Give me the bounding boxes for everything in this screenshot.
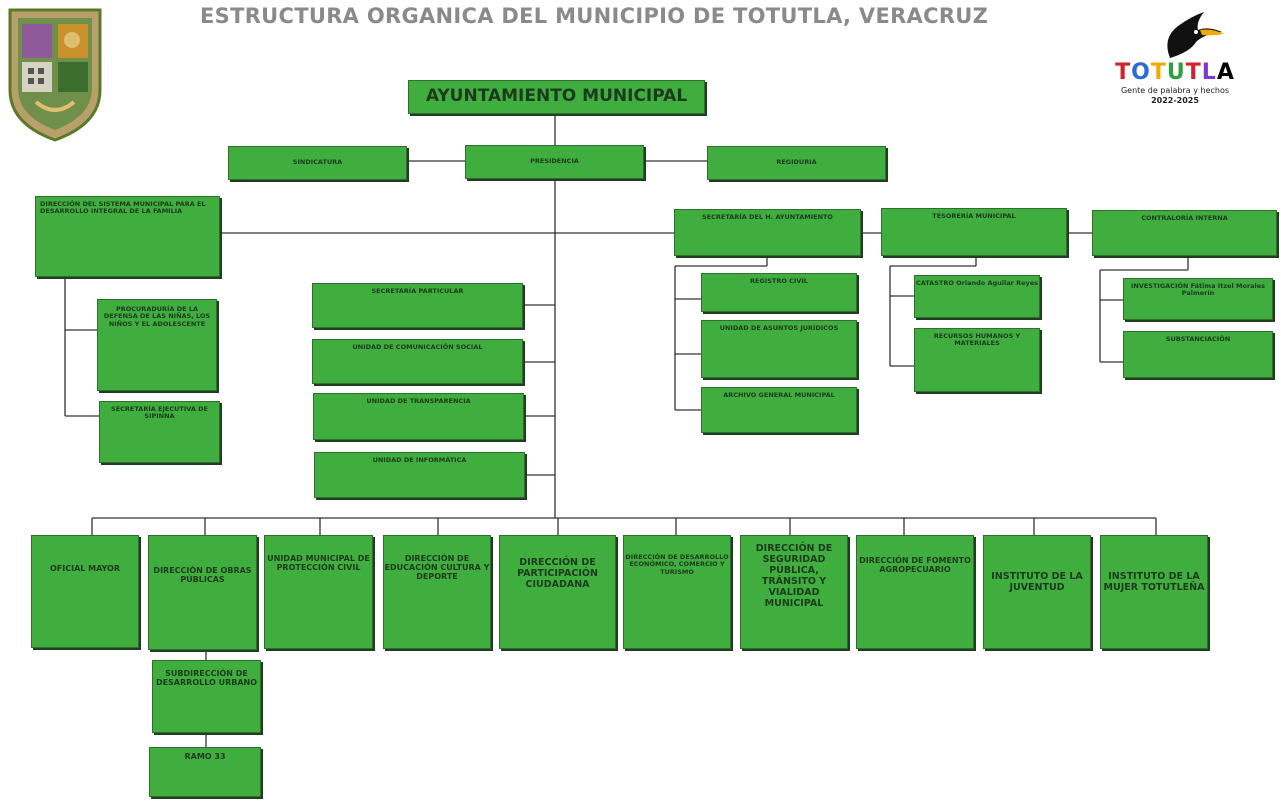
node-secretaria-particular: SECRETARÍA PARTICULAR xyxy=(312,283,523,328)
node-oficial-mayor: OFICIAL MAYOR xyxy=(31,535,139,648)
logo-tagline: Gente de palabra y hechos xyxy=(1120,86,1230,95)
node-desarrollo-economico: DIRECCIÓN DE DESARROLLO ECONÓMICO, COMER… xyxy=(623,535,731,649)
node-procuraduria: PROCURADURÍA DE LA DEFENSA DE LAS NIÑAS,… xyxy=(97,299,217,391)
node-ramo-33: RAMO 33 xyxy=(149,747,261,797)
node-registro-civil: REGISTRO CIVIL xyxy=(701,273,857,312)
node-instituto-juventud: INSTITUTO DE LA JUVENTUD xyxy=(983,535,1091,649)
node-secretaria-ayuntamiento: SECRETARÍA DEL H. AYUNTAMIENTO xyxy=(674,209,861,256)
node-proteccion-civil: UNIDAD MUNICIPAL DE PROTECCIÓN CIVIL xyxy=(264,535,373,649)
node-investigacion: INVESTIGACIÓN Fátima Itzel Morales Palme… xyxy=(1123,278,1273,320)
node-archivo-general: ARCHIVO GENERAL MUNICIPAL xyxy=(701,387,857,433)
toucan-icon xyxy=(1167,12,1224,58)
node-asuntos-juridicos: UNIDAD DE ASUNTOS JURÍDICOS xyxy=(701,320,857,378)
node-comunicacion-social: UNIDAD DE COMUNICACIÓN SOCIAL xyxy=(312,339,523,384)
node-sindicatura: SINDICATURA xyxy=(228,146,407,180)
node-contraloria: CONTRALORÍA INTERNA xyxy=(1092,210,1277,256)
node-regiduria: REGIDURIA xyxy=(707,146,886,180)
node-subdireccion-desarrollo-urbano: SUBDIRECCIÓN DE DESARROLLO URBANO xyxy=(152,660,261,733)
node-instituto-mujer: INSTITUTO DE LA MUJER TOTUTLEÑA xyxy=(1100,535,1208,649)
node-ayuntamiento-municipal: AYUNTAMIENTO MUNICIPAL xyxy=(408,80,705,114)
node-participacion-ciudadana: DIRECCIÓN DE PARTICIPACIÓN CIUDADANA xyxy=(499,535,616,649)
logo-years: 2022-2025 xyxy=(1151,96,1199,105)
node-sipinna: SECRETARÍA EJECUTIVA DE SIPINNA xyxy=(99,401,220,463)
node-presidencia: PRESIDENCIA xyxy=(465,145,644,179)
totutla-logo: TOTUTLA Gente de palabra y hechos 2022-2… xyxy=(1100,8,1250,108)
node-obras-publicas: DIRECCIÓN DE OBRAS PÚBLICAS xyxy=(148,535,257,650)
node-fomento-agropecuario: DIRECCIÓN DE FOMENTO AGROPECUARIO xyxy=(856,535,974,649)
node-catastro: CATASTRO Orlando Aguilar Reyes xyxy=(914,275,1040,318)
chart-title: ESTRUCTURA ORGANICA DEL MUNICIPIO DE TOT… xyxy=(200,4,989,28)
node-substanciacion: SUBSTANCIACIÓN xyxy=(1123,331,1273,378)
node-dif: DIRECCIÓN DEL SISTEMA MUNICIPAL PARA EL … xyxy=(35,196,220,277)
logo-wordmark: TOTUTLA xyxy=(1115,60,1235,85)
node-tesoreria: TESORERÍA MUNICIPAL xyxy=(881,208,1067,256)
municipal-shield-icon xyxy=(8,8,102,142)
node-seguridad-publica: DIRECCIÓN DE SEGURIDAD PÚBLICA, TRÁNSITO… xyxy=(740,535,848,649)
node-educacion-cultura-deporte: DIRECCIÓN DE EDUCACIÓN CULTURA Y DEPORTE xyxy=(383,535,491,649)
node-recursos-humanos: RECURSOS HUMANOS Y MATERIALES xyxy=(914,328,1040,392)
node-transparencia: UNIDAD DE TRANSPARENCIA xyxy=(313,393,524,440)
node-informatica: UNIDAD DE INFORMÁTICA xyxy=(314,452,525,498)
